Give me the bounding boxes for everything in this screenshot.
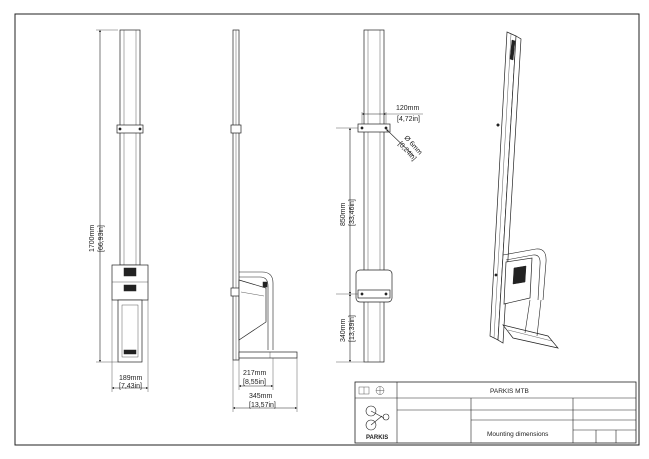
spacing-mm: 850mm (340, 202, 347, 226)
isometric-view (489, 31, 559, 349)
title-product: PARKIS MTB (490, 388, 529, 395)
drawing-border (14, 13, 640, 446)
logo-text: PARKIS (366, 435, 388, 441)
parkis-logo: PARKIS (365, 405, 390, 441)
bracket-width-mm: 120mm (396, 105, 420, 112)
spacing-in: [33,46in] (349, 199, 356, 226)
title-description: Mounting dimensions (487, 431, 549, 438)
bottom-mm: 340mm (340, 318, 347, 342)
side-total-mm: 345mm (249, 393, 273, 400)
front-width-mm: 189mm (119, 375, 143, 382)
front-height-mm: 1700mm (89, 225, 96, 252)
front-width-dimension: 189mm [7,43in] (111, 300, 149, 392)
side-depth-in: [8,55in] (243, 379, 266, 386)
side-total-in: [13,57in] (249, 402, 276, 409)
front-width-in: [7,43in] (119, 383, 142, 390)
title-block: PARKIS MTB Mounting dimensions PARKIS (354, 381, 637, 444)
side-depth-dimension: 217mm [8,55in] (238, 358, 274, 390)
bottom-dimension: 340mm [13,39in] (336, 293, 364, 363)
projection-icon (358, 386, 385, 395)
bracket-width-dimension: 120mm [4,72in] (361, 105, 423, 124)
hole-diameter-dimension: Ø 6mm [0,24in] (386, 129, 423, 162)
bottom-in: [13,39in] (349, 315, 356, 342)
side-total-dimension: 345mm [13,57in] (232, 358, 298, 412)
bracket-width-in: [4,72in] (397, 116, 420, 123)
spacing-dimension: 850mm [33,46in] (336, 127, 358, 295)
front-view (111, 29, 149, 363)
side-depth-mm: 217mm (243, 370, 267, 377)
rear-view (355, 29, 393, 363)
front-height-in: [66,93in] (98, 225, 105, 252)
side-view (230, 29, 298, 361)
front-height-dimension: 1700mm [66,93in] (89, 29, 118, 363)
